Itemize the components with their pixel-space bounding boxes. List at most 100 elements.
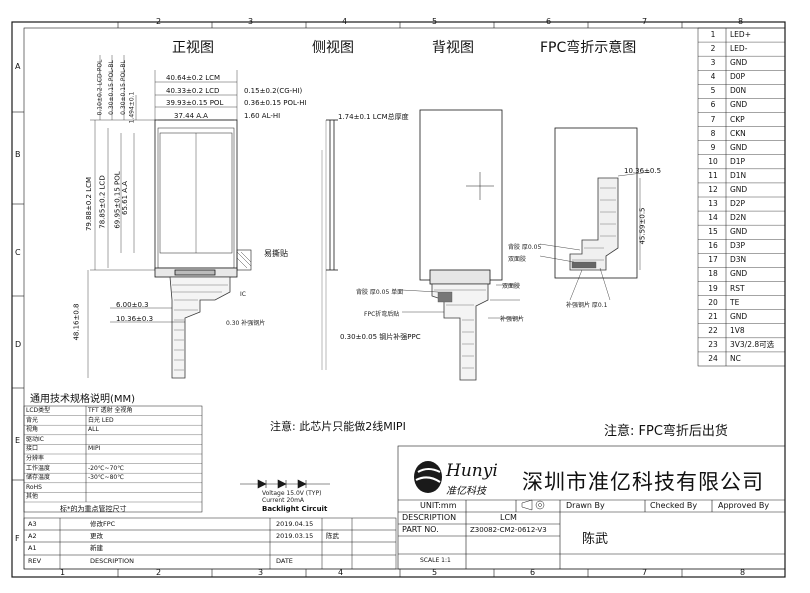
spec-key: LCD类型 [26, 407, 51, 414]
pin-row: 1 LED+ [700, 28, 784, 42]
pin-signal: LED+ [730, 30, 751, 39]
pin-number: 18 [708, 269, 718, 279]
checked-by-label: Checked By [650, 501, 698, 510]
pin-row: 10 D1P [700, 155, 784, 169]
revision-cell: A1 [28, 544, 37, 552]
note-mipi: 注意: 此芯片只能做2线MIPI [270, 420, 406, 433]
pin-number: 20 [708, 297, 718, 307]
pin-number: 6 [710, 100, 716, 110]
pin-signal: CKN [730, 128, 746, 138]
side-view-title: 侧视图 [312, 40, 354, 56]
dim-cg-hi: 0.15±0.2(CG-HI) [244, 87, 303, 95]
pin-signal: TE [730, 297, 740, 307]
pin-row: 6 GND [700, 98, 784, 112]
revision-cell: A2 [28, 532, 37, 540]
label-back-2: 双面胶 [502, 283, 521, 290]
grid-col: 6 [546, 17, 552, 26]
pin-row: 2 LED- [700, 42, 784, 56]
pin-number: 3 [710, 58, 716, 68]
label-back-3: FPC折弯后贴 [364, 311, 400, 318]
spec-value: 白光 LED [88, 416, 114, 424]
spec-key: 视角 [26, 426, 39, 434]
grid-col: 4 [338, 568, 344, 577]
pin-number: 14 [708, 213, 718, 223]
spec-value: -20℃~70℃ [88, 464, 124, 472]
label-fpc-2: 双面胶 [508, 256, 527, 263]
pin-signal: GND [730, 100, 748, 110]
grid-row: F [15, 534, 20, 543]
backlight-label: Backlight Circuit [262, 505, 328, 513]
part-no-label: PART NO. [402, 525, 439, 534]
revision-cell: 2019.03.15 [276, 532, 314, 540]
label-back-4: 补强钢片 [500, 316, 525, 323]
back-view-title: 背视图 [432, 40, 474, 56]
pin-signal: D1P [730, 156, 746, 166]
pin-number: 7 [710, 114, 716, 124]
pin-signal: GND [730, 58, 748, 68]
dim-lcd-height: 78.85±0.2 LCD [98, 175, 107, 229]
dim-pol-hi: 0.36±0.15 POL-HI [244, 99, 307, 107]
pin-signal: LED- [730, 44, 748, 54]
part-no-value: Z30082-CM2-0612-V3 [470, 526, 547, 534]
pin-number: 4 [710, 72, 716, 82]
spec-value: -30℃~80℃ [88, 474, 124, 482]
dim-side-thickness: 1.74±0.1 LCM总厚度 [338, 113, 409, 121]
spec-key: 分辨率 [26, 455, 45, 462]
spec-footer: 标*的为重点管控尺寸 [60, 505, 127, 513]
dim-al-hi: 1.60 AL-HI [244, 112, 281, 120]
description-value: LCM [500, 513, 517, 522]
dim-bend-width: 10.36±0.5 [624, 167, 662, 175]
pin-signal: GND [730, 269, 748, 279]
dim-lcd-pol: 0.10±0.2 LCD-POL [96, 59, 104, 116]
grid-col: 7 [642, 568, 648, 577]
drawn-by-name: 陈武 [582, 532, 609, 547]
spec-key: 工作温度 [26, 464, 51, 472]
pin-signal: CKP [730, 114, 745, 124]
dim-bend-length: 45.59±0.5 [638, 207, 647, 245]
pin-number: 24 [708, 353, 718, 363]
pin-number: 1 [710, 30, 716, 39]
pin-row: 3 GND [700, 56, 784, 70]
unit-label: UNIT:mm [420, 501, 457, 510]
pin-number: 5 [710, 86, 716, 96]
pin-signal: D0P [730, 72, 746, 82]
revision-cell: 2019.04.15 [276, 520, 314, 528]
drawn-by-label: Drawn By [566, 501, 605, 510]
pin-row: 11 D1N [700, 169, 784, 183]
spec-key: 其他 [26, 493, 39, 501]
dim-lcm-height: 79.88±0.2 LCM [85, 176, 94, 232]
pin-number: 19 [708, 283, 718, 293]
pin-number: 16 [708, 241, 718, 251]
pin-row: 4 D0P [700, 70, 784, 84]
label-front-ic: IC [240, 291, 246, 298]
pin-number: 22 [708, 325, 718, 335]
pin-number: 13 [708, 199, 718, 208]
pin-signal: D1N [730, 170, 747, 180]
description-label: DESCRIPTION [402, 513, 457, 522]
dim-pol-bl-1: 0.30±0.15 POL-BL [107, 60, 115, 115]
dim-fpc-width2: 10.36±0.3 [116, 315, 154, 323]
pin-signal: GND [730, 184, 748, 194]
spec-key: 背光 [26, 416, 39, 424]
pin-signal: D3P [730, 241, 746, 251]
pin-number: 11 [708, 170, 718, 180]
grid-col: 5 [432, 17, 438, 26]
label-fpc-3: 补强钢片 厚0.1 [566, 302, 608, 309]
revision-cell: 新建 [90, 544, 103, 552]
pin-number: 8 [710, 128, 716, 138]
pin-number: 10 [708, 156, 718, 166]
revision-cell: REV [28, 557, 42, 565]
pin-number: 2 [710, 44, 716, 54]
revision-cell: DATE [276, 557, 293, 565]
approved-by-label: Approved By [718, 501, 770, 510]
revision-cell: DESCRIPTION [90, 557, 134, 565]
